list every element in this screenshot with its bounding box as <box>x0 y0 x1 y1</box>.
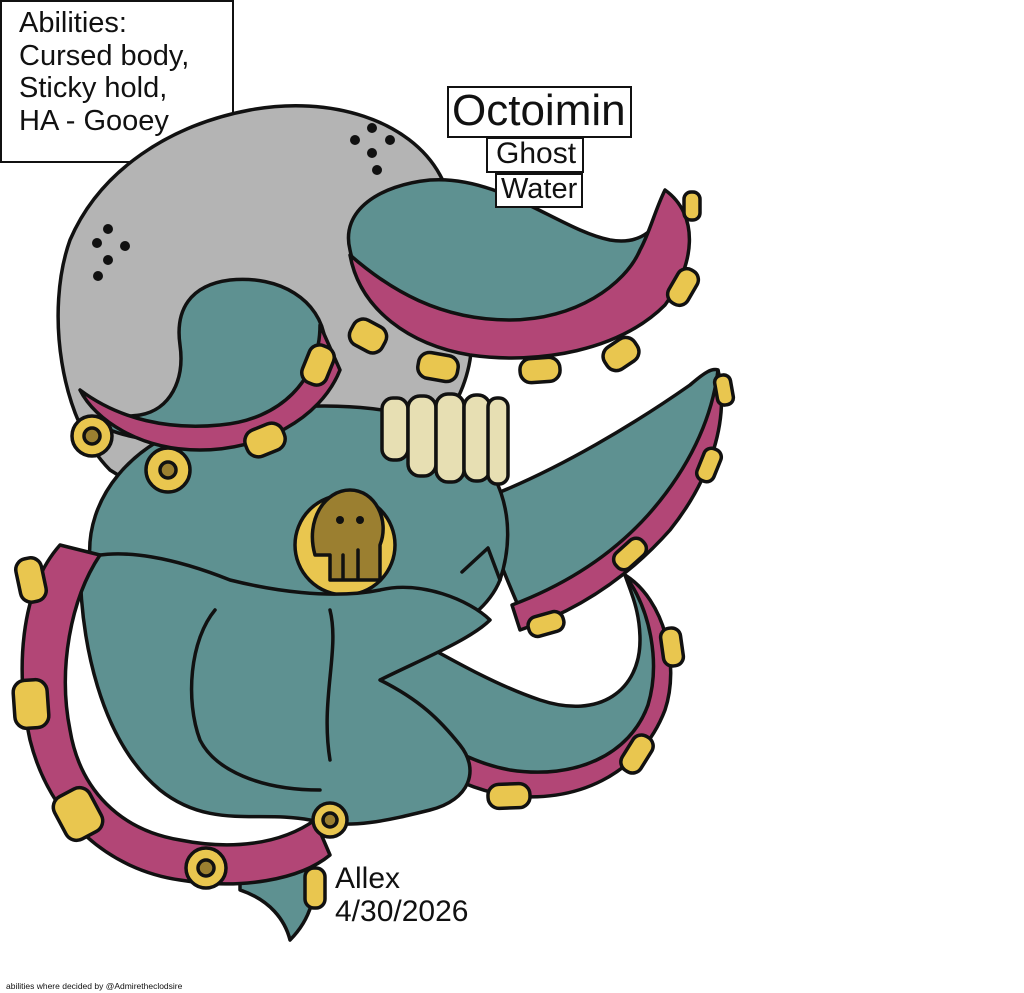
ability-item: Sticky hold, <box>19 72 168 104</box>
type-badge-primary: Ghost <box>486 137 585 173</box>
lower-body <box>78 552 492 826</box>
abilities-credit: abilities where decided by @Admiretheclo… <box>6 980 183 991</box>
tentacle-middle-right <box>478 367 736 639</box>
shell-spots-left <box>92 224 130 281</box>
teeth <box>380 392 510 486</box>
shell-spots-right <box>350 123 395 175</box>
tentacle-upper-right <box>346 178 702 385</box>
abilities-heading: Abilities: <box>19 7 127 39</box>
creature-name: Octoimin <box>447 86 632 138</box>
artist-name: Allex <box>335 862 401 895</box>
skull-emblem <box>293 488 397 597</box>
type-badge-secondary: Water <box>495 173 584 208</box>
ability-item: Cursed body, <box>19 39 190 72</box>
tentacle-upper-left <box>70 277 342 494</box>
body-notch <box>460 546 502 582</box>
ability-item-hidden: HA - Gooey <box>19 104 169 137</box>
tentacle-left <box>11 543 349 890</box>
artist-signature: Allex 4/30/2026 <box>335 862 468 928</box>
signature-date: 4/30/2026 <box>335 895 469 928</box>
